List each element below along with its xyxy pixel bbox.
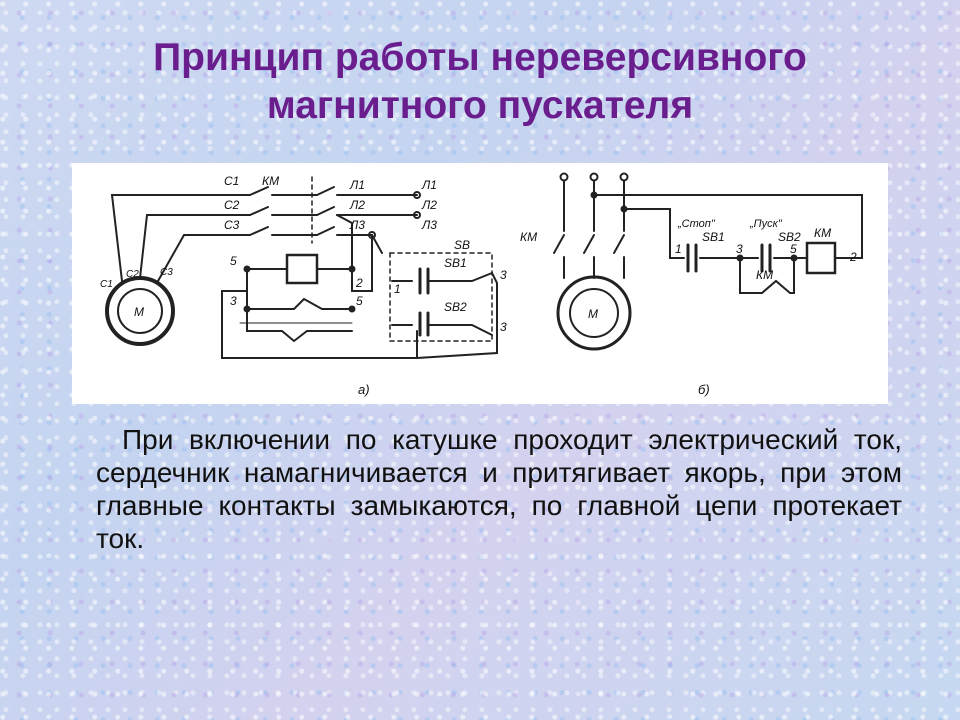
control-loop-outer [221, 268, 418, 359]
motor-b-inner [569, 288, 619, 338]
label-a-sb1: SB1 [444, 256, 467, 270]
sb-block [389, 252, 493, 342]
sb-feed [371, 234, 383, 254]
label-a-l3b: Л3 [421, 218, 437, 232]
label-b-start: „Пуск" [749, 218, 783, 230]
diagram-a [105, 176, 498, 359]
caption-a: а) [358, 382, 370, 397]
km-coil-a [285, 253, 319, 285]
label-a-c1: С1 [224, 174, 239, 188]
slide-title-line-1: Принцип работы нереверсивного [153, 36, 807, 79]
node-2 [348, 265, 356, 273]
control-b-left [623, 208, 685, 259]
km-contact-5 [316, 206, 335, 216]
label-a-c2: С2 [224, 198, 240, 212]
sb-return [416, 272, 498, 359]
label-b-km-aux: КМ [756, 268, 773, 282]
km-b-aux-contact [739, 257, 795, 294]
label-b-km-main: КМ [520, 230, 537, 244]
km-b-contact-1 [553, 234, 565, 254]
label-b-n3: 3 [736, 242, 743, 256]
motor-b-outer [556, 275, 632, 351]
diagram-b [553, 172, 863, 351]
supply-terminal-1 [559, 172, 569, 182]
caption-b: б) [698, 382, 710, 397]
sb1-out [427, 272, 493, 282]
circuit-diagram-svg: С1 С2 С3 КМ Л1 Л2 Л3 Л1 Л2 Л3 SB SB1 SB2… [100, 172, 863, 397]
label-a-mc3: С3 [160, 267, 173, 278]
node-b-3 [736, 254, 744, 262]
wire-c3 [157, 234, 251, 282]
wire-c1 [110, 194, 251, 282]
label-a-n3b: 3 [500, 268, 507, 282]
label-a-n1: 1 [394, 282, 401, 296]
label-a-mc1: С1 [100, 279, 113, 290]
label-b-sb1: SB1 [702, 230, 725, 244]
label-b-n5: 5 [790, 242, 797, 256]
label-b-km-coil: КМ [814, 226, 831, 240]
node-5b [348, 305, 356, 313]
label-a-l3a: Л3 [349, 218, 365, 232]
node-5 [243, 265, 251, 273]
supply-terminal-2 [589, 172, 599, 182]
label-a-sb: SB [454, 238, 470, 252]
label-a-l1a: Л1 [349, 178, 365, 192]
label-a-l2b: Л2 [421, 198, 437, 212]
label-b-n1: 1 [675, 242, 682, 256]
label-a-l2a: Л2 [349, 198, 365, 212]
node-3 [243, 305, 251, 313]
label-b-sb2: SB2 [778, 230, 801, 244]
km-contact-3 [249, 226, 269, 236]
label-b-motor: М [588, 307, 598, 321]
label-a-n5b: 5 [356, 294, 363, 308]
label-a-n2: 2 [355, 276, 363, 290]
label-b-n2: 2 [849, 250, 857, 264]
km-b-contact-2 [583, 234, 595, 254]
thermal-relay-contact [246, 308, 353, 343]
km-contact-6 [316, 226, 335, 236]
aux-contact-km [246, 290, 353, 310]
label-b-stop: „Стоп" [677, 218, 716, 230]
label-a-km: КМ [262, 174, 279, 188]
supply-terminal-3 [619, 172, 629, 182]
body-paragraph: При включении по катушке проходит электр… [96, 424, 902, 554]
label-a-motor: М [134, 305, 144, 319]
label-a-n3c: 3 [500, 320, 507, 334]
terminal-l1 [413, 191, 421, 199]
label-a-mc2: С2 [126, 269, 139, 280]
terminal-l2 [413, 211, 421, 219]
label-a-n3a: 3 [230, 294, 237, 308]
label-a-sb2: SB2 [444, 300, 467, 314]
slide-title-line-2: магнитного пускателя [266, 84, 694, 127]
label-a-l1b: Л1 [421, 178, 437, 192]
km-contact-1 [249, 186, 269, 196]
wire-c2 [139, 214, 251, 279]
control-b-top [593, 194, 863, 259]
km-contact-2 [249, 206, 269, 216]
sb2-out [427, 324, 493, 336]
slide-title: Принцип работы нереверсивного магнитного… [0, 34, 960, 130]
motor-a-inner [117, 288, 163, 334]
control-wire-right [351, 234, 373, 292]
km-b-coil [805, 241, 837, 275]
label-a-n5a: 5 [230, 254, 237, 268]
km-contact-4 [316, 186, 335, 196]
label-a-c3: С3 [224, 218, 240, 232]
node-b-5 [790, 254, 798, 262]
control-wire-left [336, 214, 353, 269]
km-b-contact-3 [613, 234, 625, 254]
circuit-diagram-figure: С1 С2 С3 КМ Л1 Л2 Л3 Л1 Л2 Л3 SB SB1 SB2… [72, 163, 888, 404]
